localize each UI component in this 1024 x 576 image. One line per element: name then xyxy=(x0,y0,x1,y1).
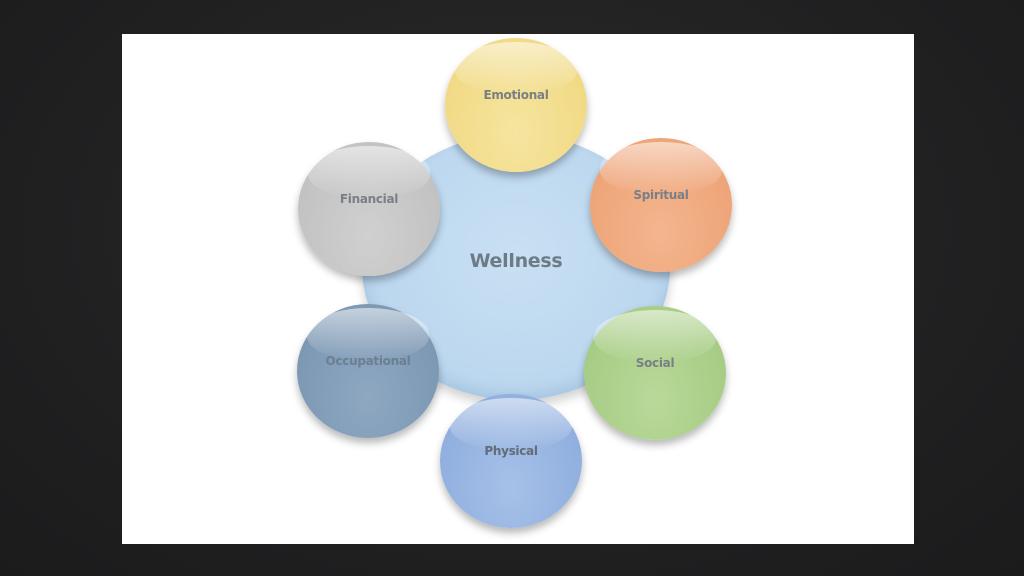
petal-label-spiritual: Spiritual xyxy=(633,188,689,202)
petal-label-financial: Financial xyxy=(339,192,399,206)
petal-occupational: Occupational xyxy=(297,304,439,438)
center-label: Wellness xyxy=(469,250,563,272)
petal-label-occupational: Occupational xyxy=(325,354,411,368)
petal-label-social: Social xyxy=(635,356,675,370)
wellness-diagram: Wellness Emotional Spiritual Social Phys… xyxy=(122,34,914,544)
petal-social: Social xyxy=(584,306,726,440)
petal-financial: Financial xyxy=(298,142,440,276)
petal-physical: Physical xyxy=(440,394,582,528)
petal-emotional: Emotional xyxy=(445,38,587,172)
slide-canvas: Wellness Emotional Spiritual Social Phys… xyxy=(122,34,914,544)
petal-label-emotional: Emotional xyxy=(483,88,549,102)
petal-spiritual: Spiritual xyxy=(590,138,732,272)
petal-label-physical: Physical xyxy=(484,444,538,458)
